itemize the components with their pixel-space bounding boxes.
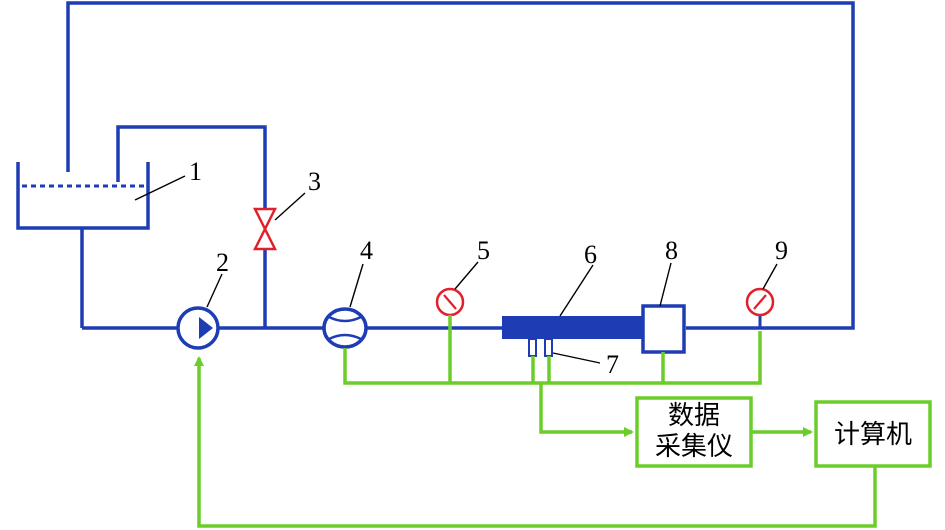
pressure-gauge-outlet-icon [745, 287, 775, 328]
pipe-network [66, 1, 855, 330]
label-4: 4 [360, 236, 373, 265]
label-8: 8 [665, 236, 678, 265]
computer-box: 计算机 [814, 400, 932, 468]
leader-lines [134, 175, 778, 364]
label-6: 6 [584, 240, 597, 269]
return-pipe [66, 1, 855, 330]
computer-label: 计算机 [834, 420, 912, 450]
data-acquisition-box: 数据 采集仪 [635, 396, 753, 468]
flowmeter-icon [322, 307, 368, 349]
label-2: 2 [216, 248, 229, 277]
pump-icon [176, 306, 220, 350]
acquisition-label-line2: 采集仪 [655, 432, 733, 462]
label-1: 1 [189, 157, 202, 186]
label-7: 7 [606, 350, 619, 379]
signal-network [194, 315, 877, 528]
tank [16, 162, 150, 230]
label-5: 5 [477, 236, 490, 265]
label-3: 3 [308, 167, 321, 196]
label-9: 9 [775, 236, 788, 265]
acquisition-label-line1: 数据 [668, 401, 720, 431]
valve-icon [252, 207, 278, 251]
unit-8-box [641, 304, 686, 354]
component-numbers: 1 2 3 4 5 6 7 8 9 [189, 157, 788, 379]
thermocouple-sensors [528, 338, 553, 357]
test-section [502, 316, 644, 339]
